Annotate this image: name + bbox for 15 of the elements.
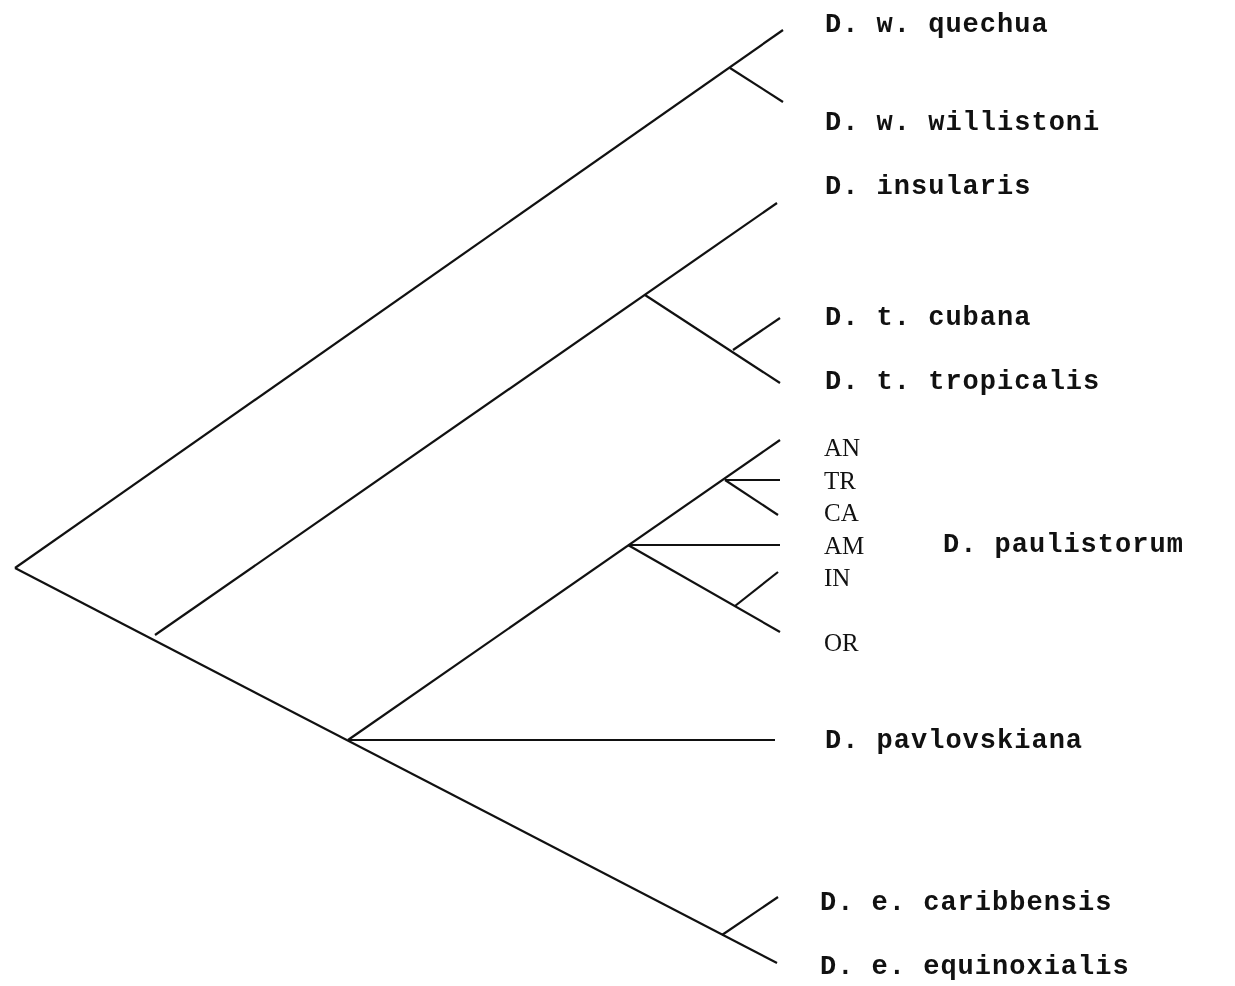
clade-code-label: OR [824,629,859,655]
taxon-label: D. insularis [825,173,1032,201]
clade-code-label: IN [824,564,851,590]
taxon-label: D. e. equinoxialis [820,953,1130,981]
clade-code-label: AN [824,434,861,460]
clade-code-label: TR [824,467,856,493]
taxon-label: D. t. tropicalis [825,368,1101,396]
taxon-label: D. t. cubana [825,304,1032,332]
taxon-label: D. w. willistoni [825,109,1101,137]
taxon-label: D. w. quechua [825,11,1049,39]
clade-code-label: AM [824,532,865,558]
taxon-label: D. paulistorum [943,531,1184,559]
taxon-label: D. pavlovskiana [825,727,1084,755]
taxon-label: D. e. caribbensis [820,889,1113,917]
clade-code-label: CA [824,499,859,525]
